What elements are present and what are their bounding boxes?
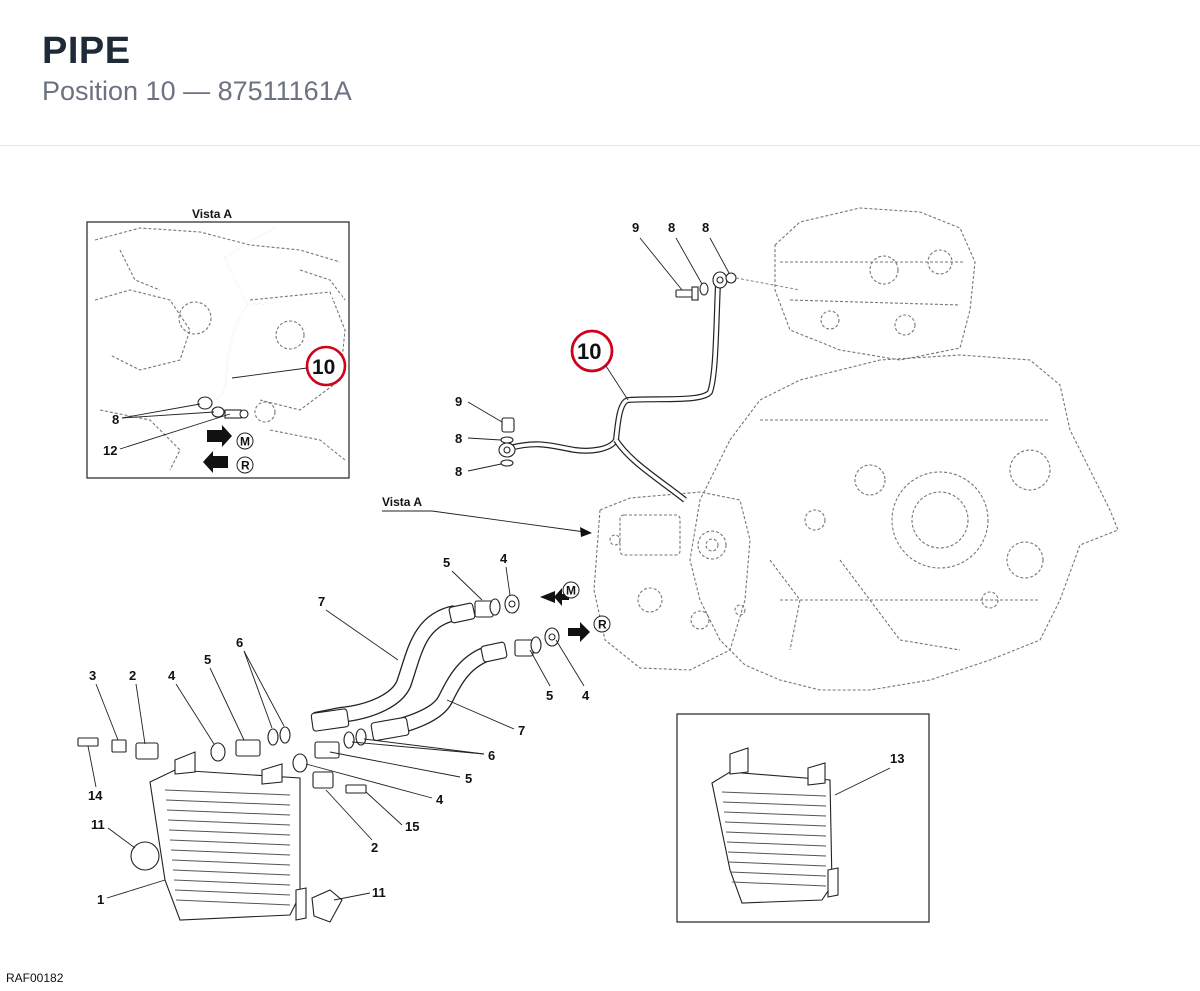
svg-text:M: M: [240, 435, 250, 449]
pipe-position-10: [498, 271, 801, 503]
svg-text:11: 11: [91, 817, 105, 832]
svg-text:5: 5: [546, 688, 553, 703]
svg-text:2: 2: [371, 840, 378, 855]
page-header: PIPE Position 10 — 87511161A: [0, 0, 1200, 146]
vista-a-label: Vista A: [382, 495, 422, 509]
svg-text:7: 7: [318, 594, 325, 609]
svg-text:7: 7: [518, 723, 525, 738]
svg-text:6: 6: [488, 748, 495, 763]
svg-text:9: 9: [455, 394, 462, 409]
highlight-marker-10: [570, 329, 614, 373]
svg-text:3: 3: [89, 668, 96, 683]
page-title: PIPE: [42, 30, 131, 72]
svg-text:M: M: [566, 584, 576, 598]
svg-text:14: 14: [88, 788, 103, 803]
svg-text:13: 13: [890, 751, 904, 766]
page-subtitle: Position 10 — 87511161A: [42, 76, 352, 106]
svg-text:1: 1: [97, 892, 104, 907]
engine-block: [593, 207, 1119, 691]
svg-text:9: 9: [632, 220, 639, 235]
svg-text:5: 5: [465, 771, 472, 786]
inset-oil-cooler: 13: [676, 713, 930, 923]
inset-highlight-label: 10: [312, 356, 335, 379]
exploded-parts-diagram: Vista A M: [77, 207, 1119, 923]
svg-text:2: 2: [129, 668, 136, 683]
svg-text:5: 5: [204, 652, 211, 667]
arrow-m-icon: [207, 425, 232, 447]
oil-hoses: [310, 602, 508, 742]
inset-vista-a: Vista A M: [86, 207, 350, 479]
svg-text:8: 8: [112, 412, 119, 427]
svg-text:4: 4: [582, 688, 590, 703]
svg-text:8: 8: [455, 464, 462, 479]
svg-text:15: 15: [405, 819, 419, 834]
svg-text:11: 11: [372, 885, 386, 900]
svg-text:8: 8: [702, 220, 709, 235]
inset-highlight-marker: [305, 345, 347, 387]
svg-text:5: 5: [443, 555, 450, 570]
svg-text:R: R: [598, 618, 607, 632]
highlight-label: 10: [577, 339, 601, 364]
arrow-r-icon: [203, 451, 228, 473]
svg-text:4: 4: [168, 668, 176, 683]
svg-text:6: 6: [236, 635, 243, 650]
svg-text:8: 8: [455, 431, 462, 446]
svg-text:R: R: [241, 459, 250, 473]
oil-cooler: [130, 751, 343, 923]
svg-text:8: 8: [668, 220, 675, 235]
svg-text:4: 4: [436, 792, 444, 807]
inset-vista-label: Vista A: [192, 207, 232, 221]
svg-text:4: 4: [500, 551, 508, 566]
svg-text:12: 12: [103, 443, 117, 458]
reference-code: RAF00182: [6, 971, 64, 985]
